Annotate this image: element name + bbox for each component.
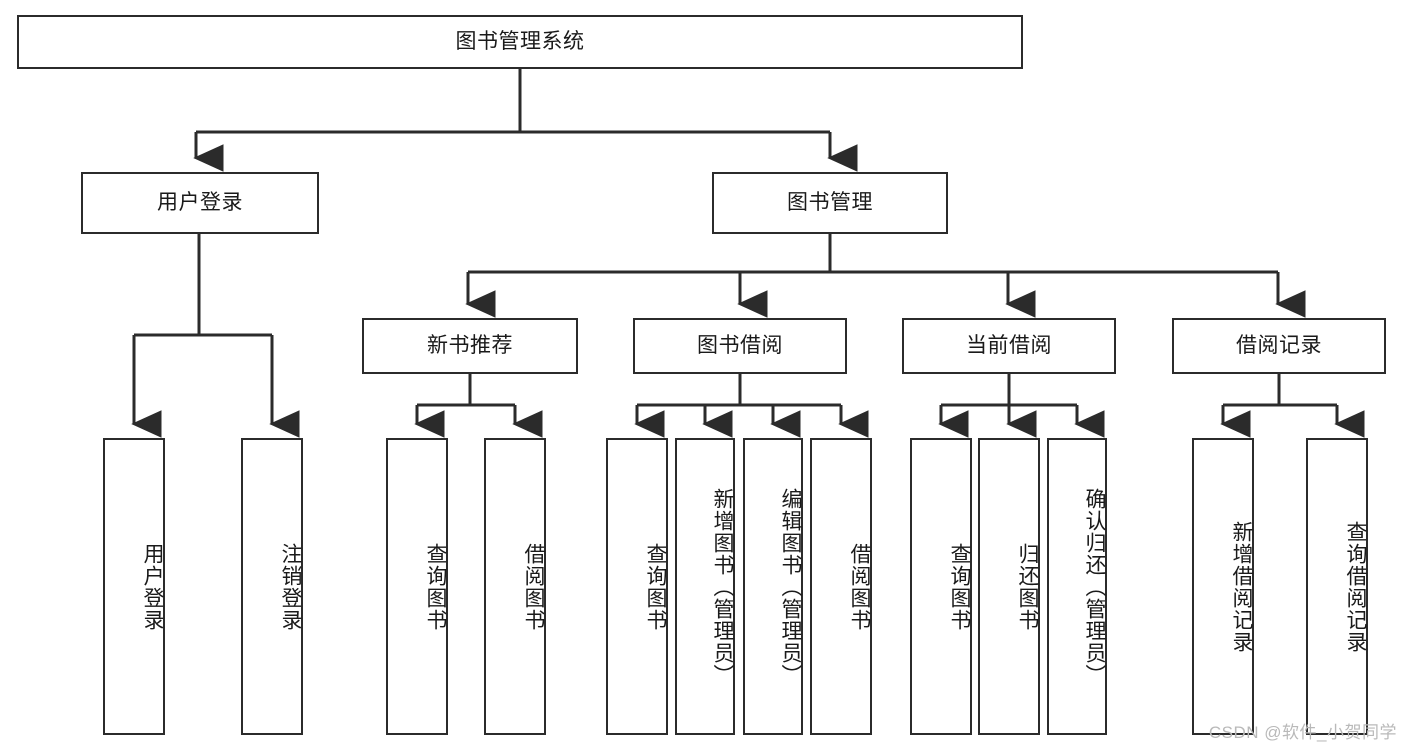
node-label: 借阅记录 (1236, 334, 1322, 358)
node-leaf-confirm-return-admin[interactable]: 确认归还（管理员） (1047, 438, 1107, 735)
node-label: 新书推荐 (427, 334, 513, 358)
node-leaf-user-login[interactable]: 用户登录 (103, 438, 165, 735)
node-new-book-recommend[interactable]: 新书推荐 (362, 318, 578, 374)
node-borrow-record[interactable]: 借阅记录 (1172, 318, 1386, 374)
node-label: 当前借阅 (966, 334, 1052, 358)
node-user-login[interactable]: 用户登录 (81, 172, 319, 234)
node-leaf-borrow-book[interactable]: 借阅图书 (810, 438, 872, 735)
node-label: 图书借阅 (697, 334, 783, 358)
node-label: 新增借阅记录 (1230, 520, 1253, 653)
node-label: 图书管理系统 (455, 30, 585, 54)
node-leaf-logout[interactable]: 注销登录 (241, 438, 303, 735)
node-label: 归还图书 (1016, 542, 1039, 631)
node-label: 图书管理 (787, 191, 873, 215)
node-label: 新增图书（管理员） (711, 487, 734, 686)
node-label: 借阅图书 (522, 542, 545, 631)
node-label: 用户登录 (141, 542, 164, 631)
node-label: 查询图书 (424, 542, 447, 631)
node-label: 编辑图书（管理员） (779, 487, 802, 686)
node-book-borrow[interactable]: 图书借阅 (633, 318, 847, 374)
node-label: 查询借阅记录 (1344, 520, 1367, 653)
node-label: 查询图书 (644, 542, 667, 631)
node-label: 确认归还（管理员） (1083, 487, 1106, 686)
node-root-book-management-system[interactable]: 图书管理系统 (17, 15, 1023, 69)
node-leaf-query-borrow-record[interactable]: 查询借阅记录 (1306, 438, 1368, 735)
node-label: 查询图书 (948, 542, 971, 631)
node-label: 借阅图书 (848, 542, 871, 631)
node-leaf-query-book-borrow[interactable]: 查询图书 (606, 438, 668, 735)
node-leaf-add-book-admin[interactable]: 新增图书（管理员） (675, 438, 735, 735)
node-leaf-query-book-current[interactable]: 查询图书 (910, 438, 972, 735)
node-leaf-borrow-book-recommend[interactable]: 借阅图书 (484, 438, 546, 735)
node-leaf-add-borrow-record[interactable]: 新增借阅记录 (1192, 438, 1254, 735)
node-leaf-edit-book-admin[interactable]: 编辑图书（管理员） (743, 438, 803, 735)
node-book-management[interactable]: 图书管理 (712, 172, 948, 234)
watermark-text: CSDN @软件_小贺同学 (1208, 723, 1397, 742)
node-leaf-return-book[interactable]: 归还图书 (978, 438, 1040, 735)
node-label: 用户登录 (157, 191, 243, 215)
node-current-borrow[interactable]: 当前借阅 (902, 318, 1116, 374)
node-label: 注销登录 (279, 542, 302, 631)
node-leaf-query-book-recommend[interactable]: 查询图书 (386, 438, 448, 735)
